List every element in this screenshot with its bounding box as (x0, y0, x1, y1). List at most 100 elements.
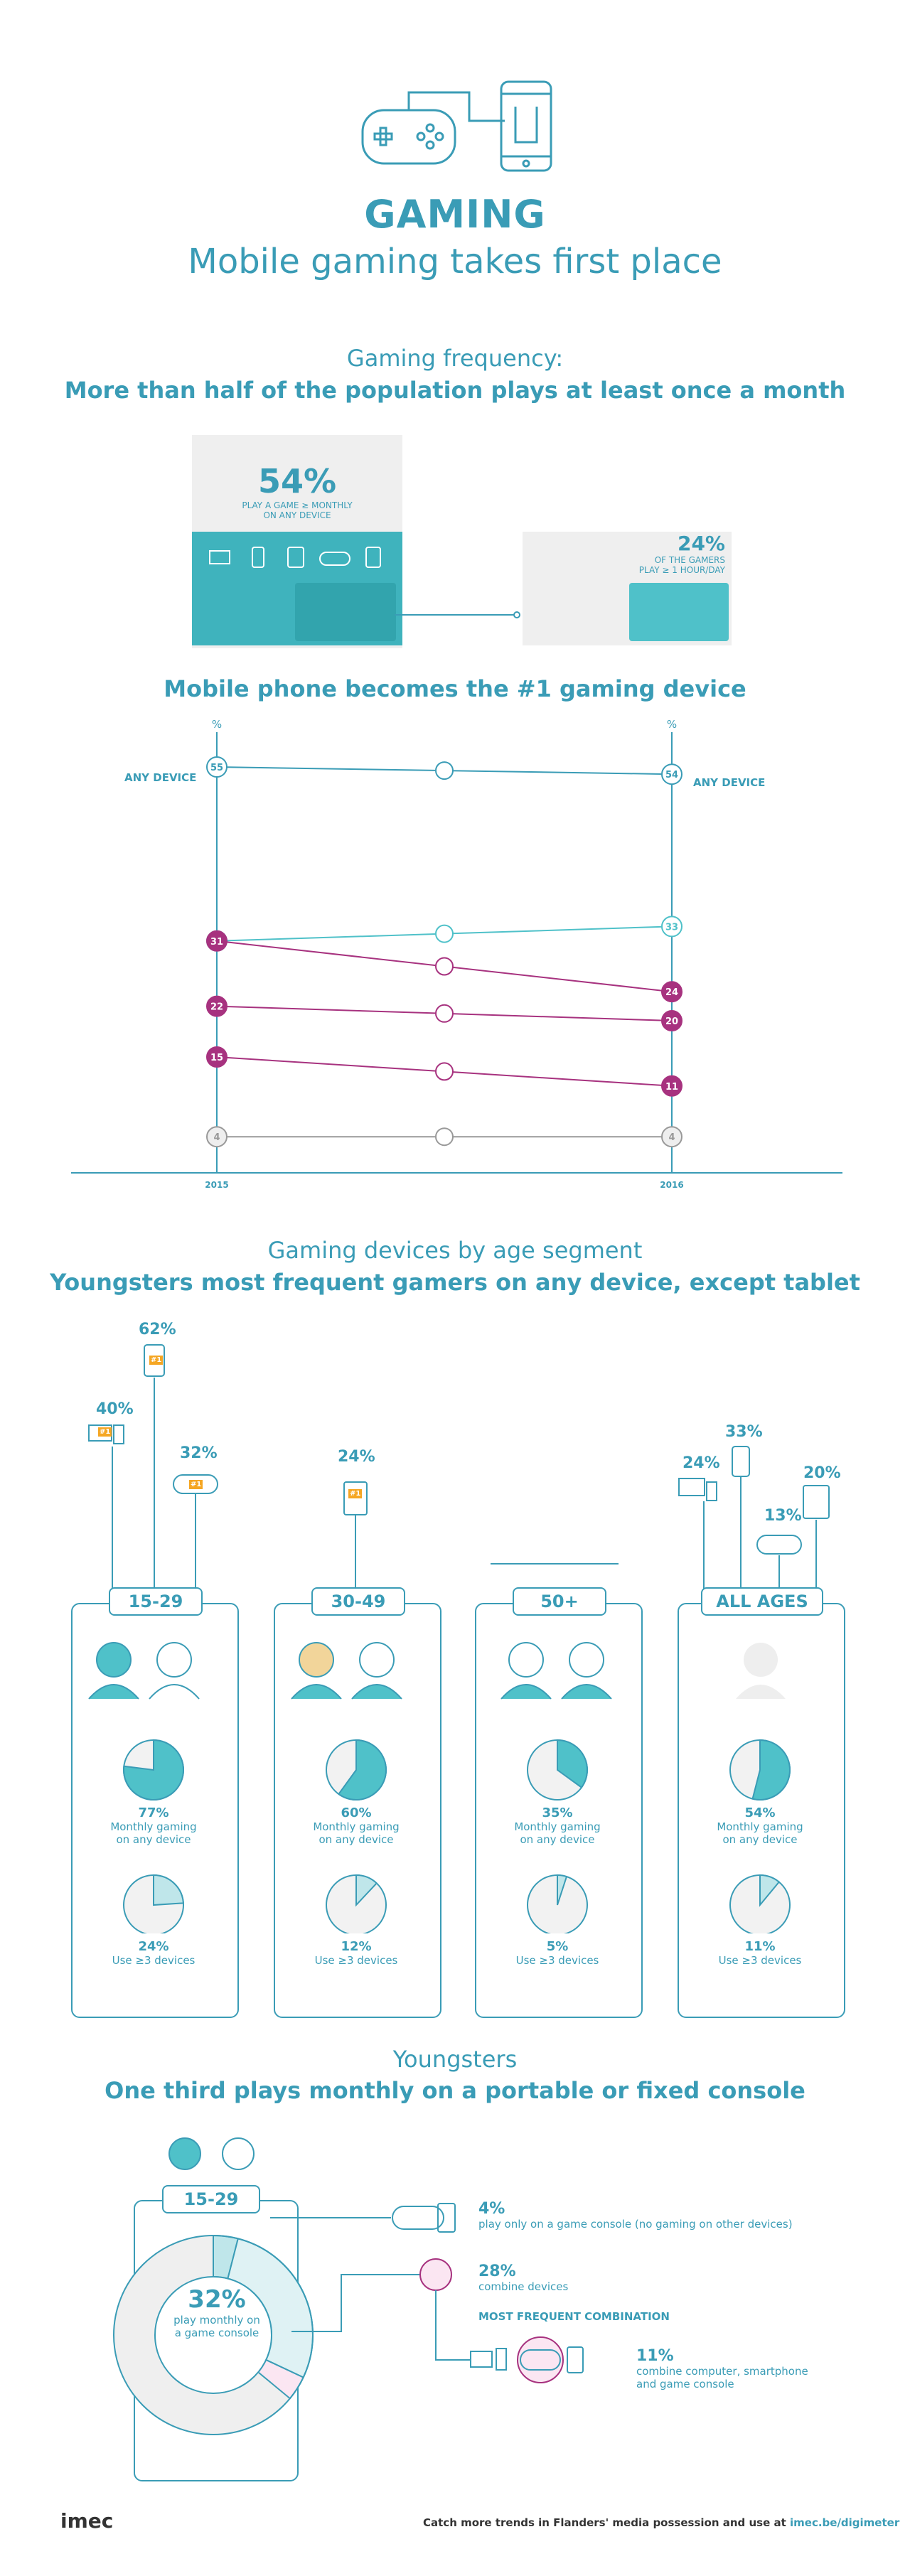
seg3-any-text1: Monthly gaming (514, 1820, 601, 1833)
donut-center: 32% play monthly on a game console (160, 2285, 274, 2339)
frequency-small-block: 24% OF THE GAMERS PLAY ≥ 1 HOUR/DAY (523, 532, 725, 575)
seg4-any-text1: Monthly gaming (717, 1820, 803, 1833)
seg4-device1-pct: 24% (682, 1454, 720, 1472)
pie-three-3-slice (759, 1874, 781, 1907)
pie-three-2-slice (557, 1874, 568, 1906)
frequency-heading-light: Gaming frequency: (346, 345, 564, 372)
imec-logo: imec (60, 2509, 114, 2533)
pie-three-0-slice (153, 1874, 184, 1906)
data-label: 20 (665, 1016, 678, 1027)
frequency-small-pct: 24% (677, 532, 725, 555)
seg3-three: 5% Use ≥3 devices (475, 1939, 640, 1967)
seg1-device3-pct: 32% (180, 1444, 218, 1462)
pie-any-1-slice (337, 1739, 387, 1800)
age-heading-bold: Youngsters most frequent gamers on any d… (50, 1269, 860, 1296)
seg2-any-text2: on any device (318, 1833, 394, 1846)
combine-devices: 28% combine devices (478, 2263, 568, 2293)
data-point (661, 1010, 682, 1031)
seg2-device1-pct: 24% (338, 1448, 375, 1466)
segment-card-3 (475, 1603, 643, 2018)
data-point (661, 916, 682, 938)
seg2-any-pct: 60% (341, 1805, 372, 1820)
seg3-three-text: Use ≥3 devices (515, 1954, 599, 1967)
seg1-three: 24% Use ≥3 devices (71, 1939, 236, 1967)
trend-unit-right: % (666, 718, 678, 731)
pie-any-3-slice (751, 1739, 791, 1800)
seg2-three: 12% Use ≥3 devices (274, 1939, 439, 1967)
seg3-any-pct: 35% (542, 1805, 573, 1820)
youngsters-segment-label: 15-29 (162, 2185, 260, 2213)
seg1-device1-pct: 40% (96, 1400, 134, 1418)
footer-text: Catch more trends in Flanders' media pos… (423, 2516, 899, 2529)
combo-text2: and game console (636, 2378, 734, 2390)
frequency-big-text1: PLAY A GAME ≥ MONTHLY (242, 500, 353, 510)
data-point (661, 1126, 682, 1148)
seg3-three-pct: 5% (546, 1939, 569, 1954)
age-heading-light: Gaming devices by age segment (267, 1237, 643, 1264)
seg1-any-pct: 77% (138, 1805, 169, 1820)
seg4-device3-pct: 13% (764, 1507, 802, 1525)
seg2-three-pct: 12% (341, 1939, 372, 1954)
frequency-connector (395, 611, 520, 618)
device-icons-row (209, 547, 381, 568)
trend-arrow-icon (435, 1004, 454, 1023)
data-label: 33 (665, 922, 678, 933)
donut-text1: play monthly on (173, 2314, 260, 2327)
combo-pct: 11% (636, 2347, 674, 2365)
avatars (88, 1642, 786, 1700)
trend-arrow-icon (435, 957, 454, 976)
most-frequent-label: MOST FREQUENT COMBINATION (478, 2310, 670, 2323)
data-point (661, 763, 682, 785)
only-console: 4% play only on a game console (no gamin… (478, 2200, 793, 2231)
data-point (661, 981, 682, 1003)
combo-block: 11% combine computer, smartphone and gam… (636, 2347, 808, 2390)
trend-any-device-right: ANY DEVICE (693, 776, 766, 789)
only-pct: 4% (478, 2200, 505, 2218)
seg3-any-text2: on any device (520, 1833, 595, 1846)
device-callouts (88, 1344, 830, 1589)
seg1-any-text1: Monthly gaming (110, 1820, 197, 1833)
seg4-three-text: Use ≥3 devices (718, 1954, 802, 1967)
data-point (206, 1046, 228, 1068)
pie-three-1-slice (355, 1874, 378, 1907)
frequency-small-text2: PLAY ≥ 1 HOUR/DAY (638, 565, 725, 575)
frequency-big-block: 54% PLAY A GAME ≥ MONTHLY ON ANY DEVICE (192, 462, 402, 520)
data-point (206, 930, 228, 952)
data-label: 55 (210, 763, 223, 773)
seg1-any-text2: on any device (116, 1833, 191, 1846)
donut-inner (154, 2276, 272, 2394)
youngsters-connectors (270, 2203, 584, 2383)
data-label: 22 (210, 1002, 223, 1013)
frequency-heading-bold: More than half of the population plays a… (64, 377, 846, 404)
seg4-any: 54% Monthly gaming on any device (678, 1805, 842, 1846)
data-point (206, 995, 228, 1017)
avatar (88, 1642, 612, 1700)
donut-pct: 32% (188, 2285, 246, 2314)
seg1-three-pct: 24% (138, 1939, 169, 1954)
trend-year-right: 2016 (660, 1180, 684, 1190)
seg4-device4-pct: 20% (803, 1464, 841, 1482)
gamepad-phone-icon (361, 80, 552, 172)
combine-text: combine devices (478, 2280, 569, 2293)
footer-link[interactable]: imec.be/digimeter (790, 2516, 900, 2529)
footer-text-label: Catch more trends in Flanders' media pos… (423, 2516, 790, 2529)
seg1-device2-pct: 62% (139, 1321, 176, 1338)
segment-label-4: ALL AGES (701, 1587, 823, 1616)
data-label: 11 (665, 1082, 678, 1093)
trend-unit-left: % (211, 718, 223, 731)
trend-chart: 5554313331242220151144 (71, 732, 842, 1174)
badge-4: #1 (348, 1489, 363, 1498)
trend-arrow-icon (435, 1127, 454, 1147)
youngsters-heading-bold: One third plays monthly on a portable or… (105, 2077, 805, 2104)
seg2-any-text1: Monthly gaming (313, 1820, 400, 1833)
pie-any-2-slice (557, 1739, 588, 1789)
seg4-three-pct: 11% (744, 1939, 776, 1954)
frequency-inner-fill (295, 583, 396, 641)
trend-any-device-left: ANY DEVICE (124, 771, 197, 784)
combo-text1: combine computer, smartphone (636, 2365, 808, 2378)
seg4-any-text2: on any device (722, 1833, 798, 1846)
frequency-big-text2: ON ANY DEVICE (263, 510, 331, 520)
segment-card-1 (71, 1603, 239, 2018)
segment-label-3: 50+ (513, 1587, 606, 1616)
donut-outer (113, 2235, 314, 2435)
